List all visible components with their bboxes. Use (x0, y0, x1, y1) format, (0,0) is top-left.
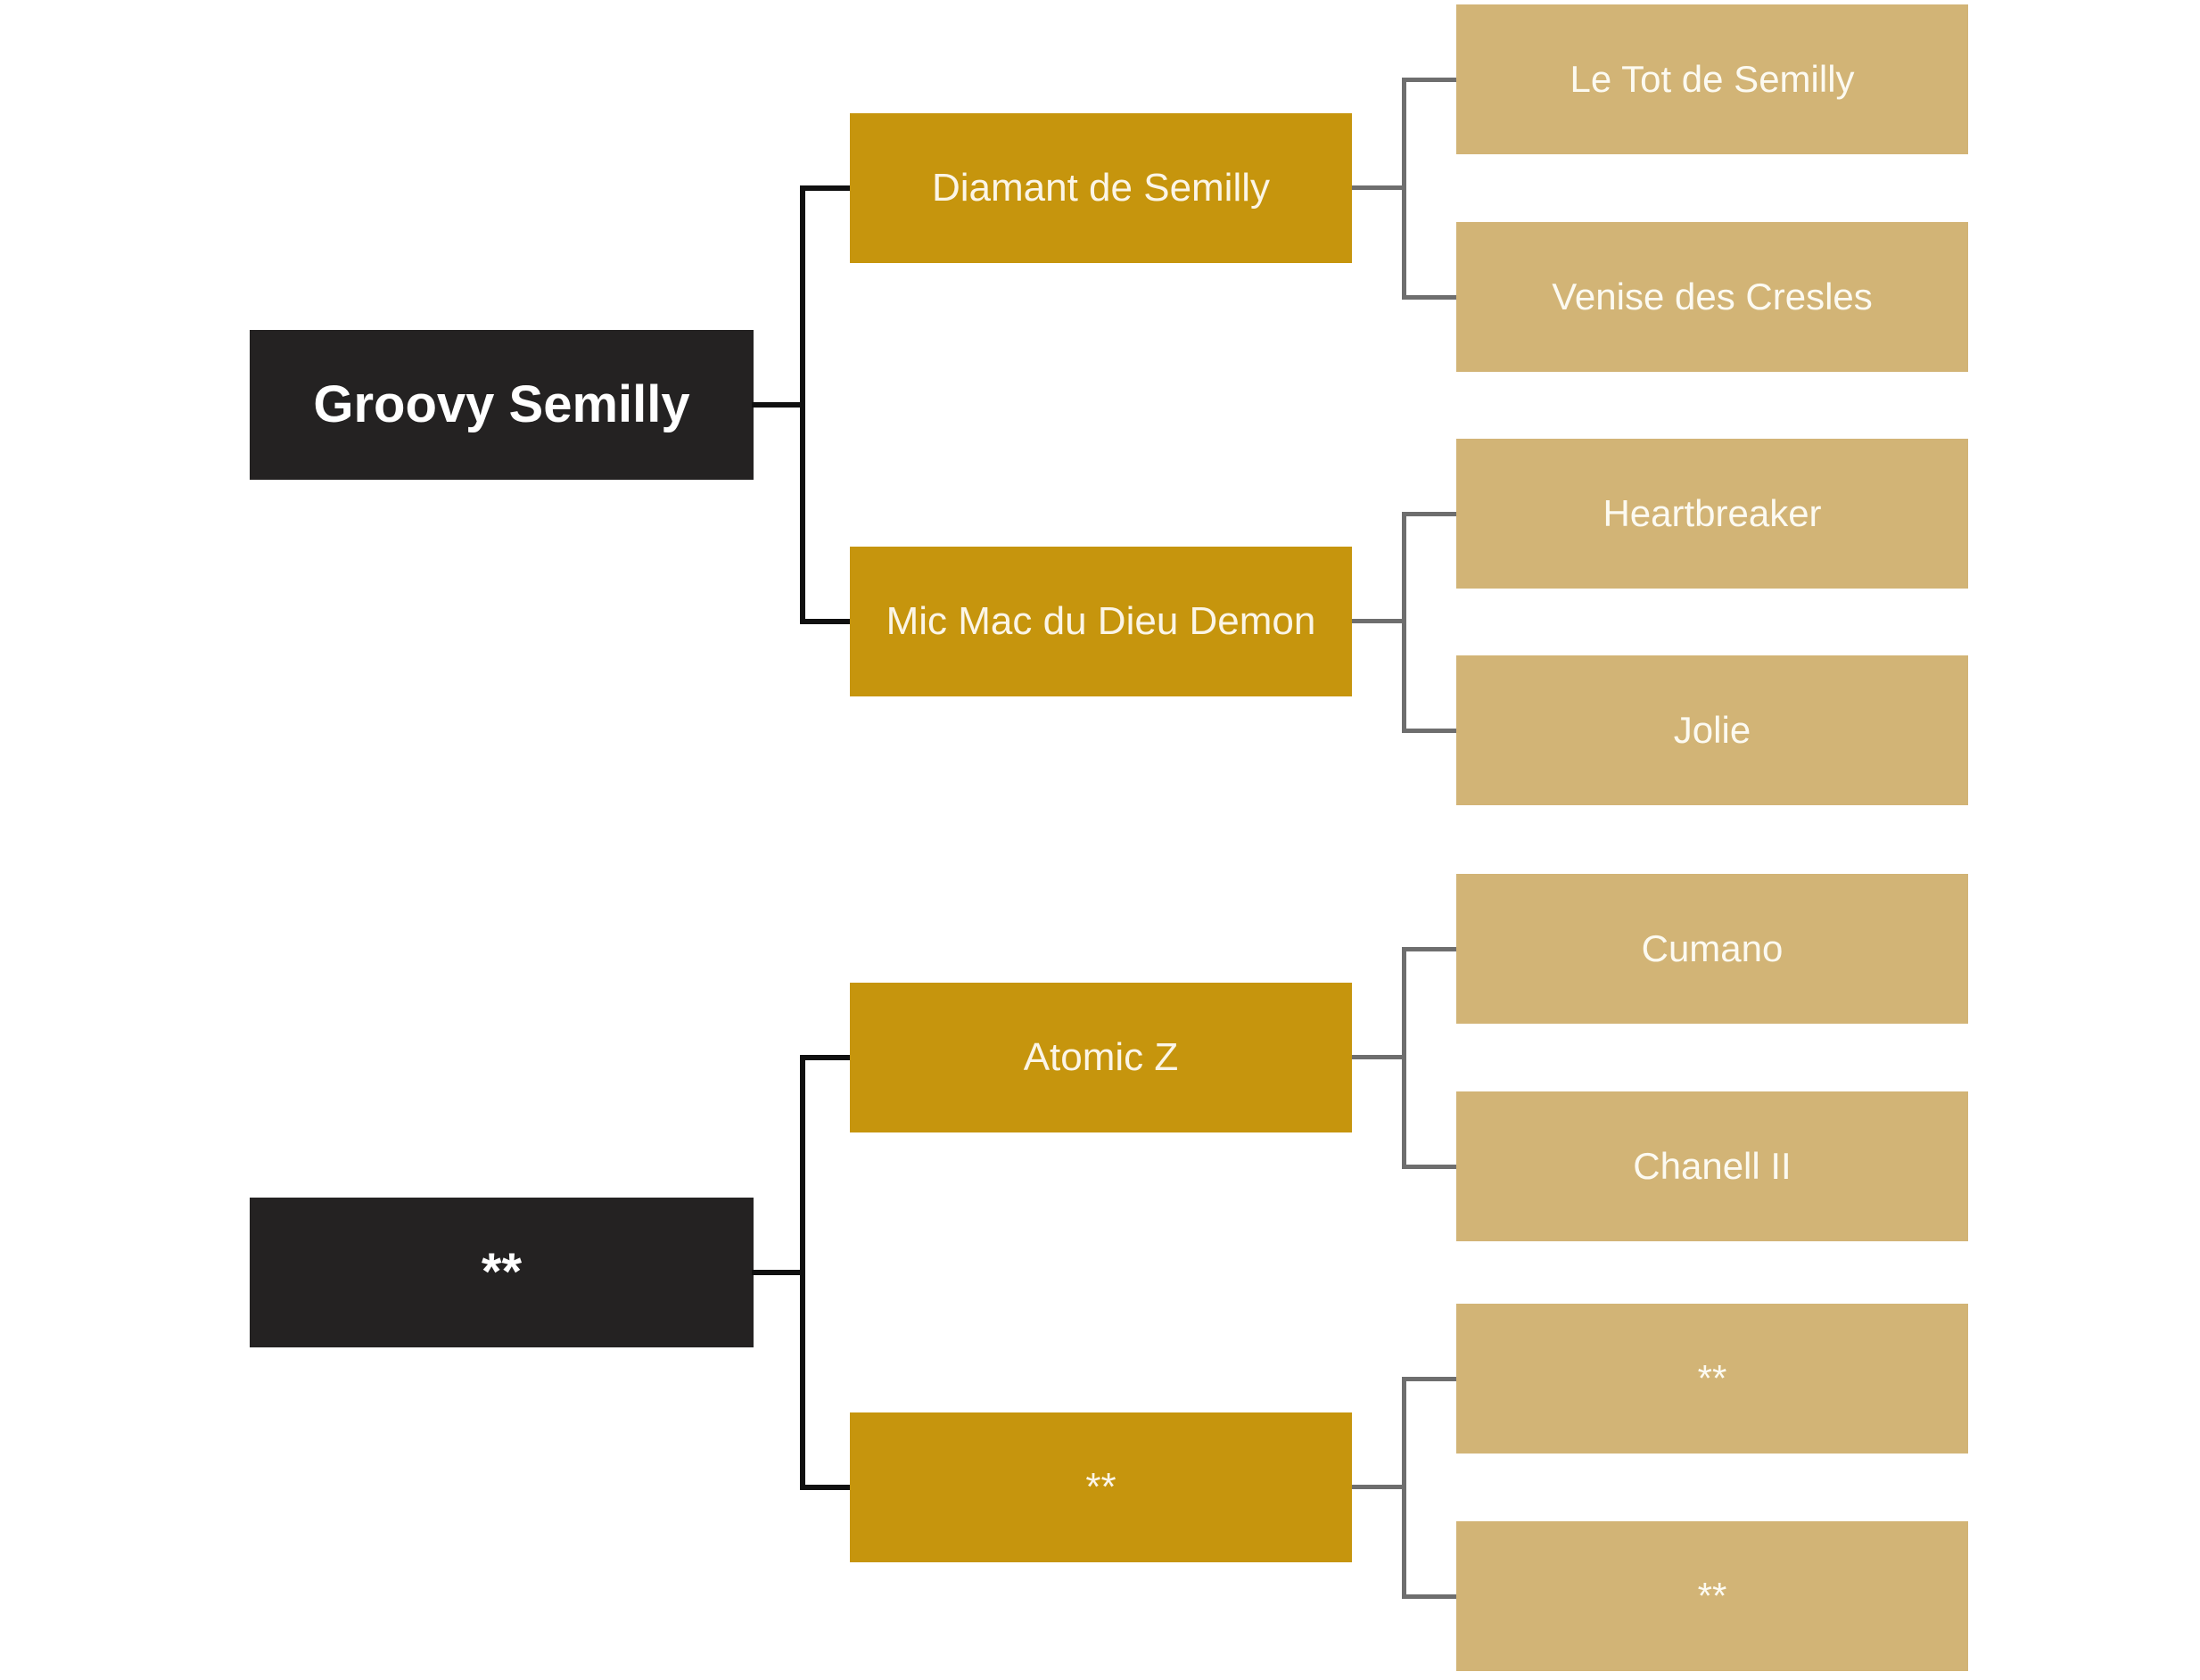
node-tree1-sire-sire: Le Tot de Semilly (1456, 4, 1968, 154)
connector-tree1-vertical (800, 185, 805, 624)
node-tree2-dam: ** (850, 1412, 1352, 1562)
connector-tree1-sire-stub (800, 185, 850, 191)
connector-tree2-dam-stub (800, 1485, 850, 1490)
node-tree2-dam-dam: ** (1456, 1521, 1968, 1671)
connector-tree1-sire-vertical (1402, 78, 1406, 299)
connector-tree2-dam-dam-stub (1402, 1594, 1456, 1599)
connector-tree2-sire-in (1352, 1055, 1406, 1059)
node-tree1-dam-sire: Heartbreaker (1456, 439, 1968, 589)
node-tree1-dam: Mic Mac du Dieu Demon (850, 547, 1352, 696)
node-tree2-dam-sire: ** (1456, 1304, 1968, 1454)
connector-tree2-sire-stub (800, 1055, 850, 1060)
node-tree1-root: Groovy Semilly (250, 330, 754, 480)
connector-tree1-sire-in (1352, 185, 1406, 190)
connector-tree1-dam-stub (800, 619, 850, 624)
node-tree1-sire-dam: Venise des Cresles (1456, 222, 1968, 372)
connector-tree1-sire-sire-stub (1402, 78, 1456, 82)
connector-tree1-dam-in (1352, 619, 1406, 623)
connector-tree2-sire-dam-stub (1402, 1165, 1456, 1169)
connector-tree2-dam-sire-stub (1402, 1377, 1456, 1381)
node-tree1-sire: Diamant de Semilly (850, 113, 1352, 263)
connector-tree1-dam-sire-stub (1402, 512, 1456, 516)
connector-tree1-root-stub (752, 402, 805, 408)
node-tree2-sire: Atomic Z (850, 983, 1352, 1132)
connector-tree1-dam-vertical (1402, 512, 1406, 733)
connector-tree1-sire-dam-stub (1402, 295, 1456, 300)
connector-tree2-sire-sire-stub (1402, 947, 1456, 951)
connector-tree2-dam-in (1352, 1485, 1406, 1489)
node-tree1-dam-dam: Jolie (1456, 655, 1968, 805)
connector-tree2-dam-vertical (1402, 1377, 1406, 1598)
connector-tree2-sire-vertical (1402, 947, 1406, 1168)
node-tree2-sire-sire: Cumano (1456, 874, 1968, 1024)
connector-tree1-dam-dam-stub (1402, 729, 1456, 733)
connector-tree2-root-stub (752, 1270, 805, 1275)
node-tree2-root: ** (250, 1198, 754, 1347)
connector-tree2-vertical (800, 1055, 805, 1490)
node-tree2-sire-dam: Chanell II (1456, 1091, 1968, 1241)
